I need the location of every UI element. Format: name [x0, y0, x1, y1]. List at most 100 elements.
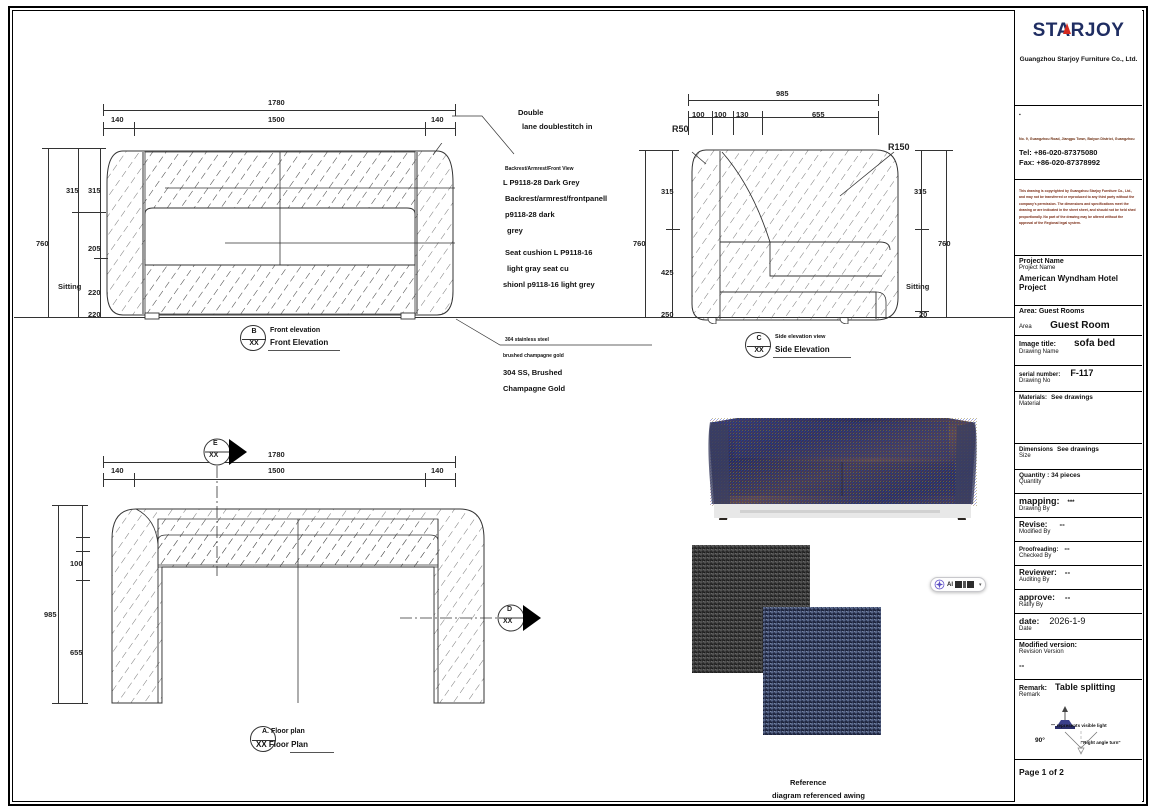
dim-tick [52, 505, 88, 506]
ai-translate-widget[interactable]: AI ▾ [930, 577, 986, 592]
tb-value: -- [1064, 544, 1070, 553]
tb-label-zh: Reviewer: [1019, 568, 1057, 577]
dim-tick [425, 473, 426, 487]
dim-tick [915, 311, 929, 312]
dim-back-height-a: 315 [66, 186, 79, 195]
tb-label-en: Quantity [1019, 479, 1042, 485]
tb-proofreading: Proofreading: -- Checked By [1015, 542, 1142, 566]
section-marker-d-arrow[interactable] [497, 603, 543, 633]
tb-label-en: Ratify By [1019, 602, 1044, 608]
tb-value: *** [1067, 500, 1075, 506]
dim-tick [688, 94, 689, 106]
marker-divider [252, 740, 276, 741]
dim-tick [455, 104, 456, 116]
section-marker-e-arrow[interactable] [203, 437, 249, 467]
tb-label-zh: Revise: [1019, 520, 1048, 529]
fabric-swatch-dark-grey [692, 545, 810, 673]
dim-back-height-b: 315 [88, 186, 101, 195]
logo-triangle-icon [1062, 23, 1071, 34]
dim-side-back-height: 315 [661, 187, 674, 196]
annotation-steel-line3: 304 SS, Brushed [503, 368, 563, 377]
dim-right-arm: 140 [431, 115, 444, 124]
dim-tick [915, 229, 929, 230]
marker-sublabel: XX [249, 340, 259, 347]
dim-tick [103, 104, 104, 116]
dim-line-760-side [645, 150, 646, 317]
tb-value: -- [1059, 520, 1065, 529]
marker-circle [250, 726, 276, 752]
leader-line-steel [455, 318, 652, 346]
dim-tick [42, 148, 106, 149]
tb-area: Area: Guest Rooms Area Guest Room [1015, 306, 1142, 336]
tb-label-zh: Quantity : 34 pieces [1019, 472, 1081, 479]
section-line-e [216, 466, 218, 576]
marker-divider [747, 346, 771, 347]
tb-label-zh: Materials: [1019, 395, 1048, 401]
tb-label-en: Remark [1019, 692, 1041, 698]
chevron-down-icon[interactable]: ▾ [979, 581, 982, 588]
dim-tick [103, 122, 104, 136]
tb-drawing-by: mapping: *** Drawing By [1015, 494, 1142, 518]
dim-plan-right-arm: 140 [431, 466, 444, 475]
dim-tick [639, 317, 679, 318]
dim-line-760-side-r [946, 150, 947, 317]
dim-plan-back-depth: 100 [70, 559, 83, 568]
tb-label-zh: Area: Guest Rooms [1019, 308, 1085, 315]
remark-note-right-angle: "Right angle turn" [1081, 740, 1121, 745]
tb-project-name: Project Name Project Name American Wyndh… [1015, 256, 1142, 306]
reference-caption-line1: Reference [790, 778, 827, 787]
copyright-text: This drawing is copyrighted by Guangzhou… [1019, 189, 1136, 226]
dim-line-1780 [103, 110, 455, 111]
dim-line-760 [48, 148, 49, 318]
marker-label-en: Front Elevation [270, 338, 329, 347]
dim-line-sub [103, 128, 455, 129]
dim-side-sitting: Sitting [906, 282, 930, 291]
tb-label-en: Size [1019, 453, 1031, 459]
tb-label-zh: Remark: [1019, 685, 1048, 692]
tb-value: American Wyndham Hotel Project [1019, 274, 1118, 292]
tb-value: sofa bed [1073, 338, 1116, 349]
tb-serial-number: serial number: F-117 Drawing No [1015, 366, 1142, 392]
dim-plan-seat-width: 1500 [268, 466, 285, 475]
tb-value: F-117 [1070, 368, 1094, 378]
dim-tick [915, 150, 953, 151]
tb-label-en: Modified By [1019, 529, 1051, 535]
dim-d3: 130 [736, 110, 749, 119]
dim-side-leg-right: 20 [919, 310, 928, 319]
dim-plan-overall-depth: 985 [44, 610, 57, 619]
dim-radius-50: R50 [672, 124, 689, 134]
annotation-stitch-line2: lane doublestitch in [522, 122, 593, 131]
dim-line-chain-side-r [921, 150, 922, 317]
dim-tick [134, 473, 135, 487]
tb-page-footer: Page 1 of 2 [1015, 760, 1142, 786]
company-logo-row: STARJOY Guangzhou Starjoy Furniture Co.,… [1015, 10, 1142, 106]
dim-tick [42, 317, 106, 318]
marker-underline [268, 350, 340, 351]
tb-image-title: Image title: sofa bed Drawing Name [1015, 336, 1142, 366]
dim-tick [733, 111, 734, 135]
annotation-backrest-line4: p9118-28 dark [505, 210, 555, 219]
tb-revise: Revise: -- Modified By [1015, 518, 1142, 542]
marker-label-zh: A. Floor plan [262, 728, 305, 735]
dim-plan-seat-depth: 655 [70, 648, 83, 657]
tb-quantity: Quantity : 34 pieces Quantity [1015, 470, 1142, 494]
dim-seat-width: 1500 [268, 115, 285, 124]
dim-tick [878, 94, 879, 106]
dim-overall-width: 1780 [268, 98, 285, 107]
dim-tick [455, 473, 456, 487]
annotation-backrest-line1: Backrest/Armrest/Front View [505, 166, 574, 172]
dim-tick [94, 258, 108, 259]
dim-tick [712, 111, 713, 135]
annotation-backrest-line5: grey [507, 226, 523, 235]
dim-tick [915, 317, 953, 318]
dim-tick [639, 150, 679, 151]
tb-material: Materials: See drawings Material [1015, 392, 1142, 444]
dim-total-height: 760 [36, 239, 49, 248]
tb-value: See drawings [1057, 446, 1099, 453]
marker-label-zh: Front elevation [270, 327, 321, 334]
floor-plan-drawing [111, 508, 485, 704]
tb-label-zh: mapping: [1019, 496, 1060, 506]
dim-radius-150: R150 [888, 142, 910, 152]
reference-caption-line2: diagram referenced awing [772, 791, 865, 800]
